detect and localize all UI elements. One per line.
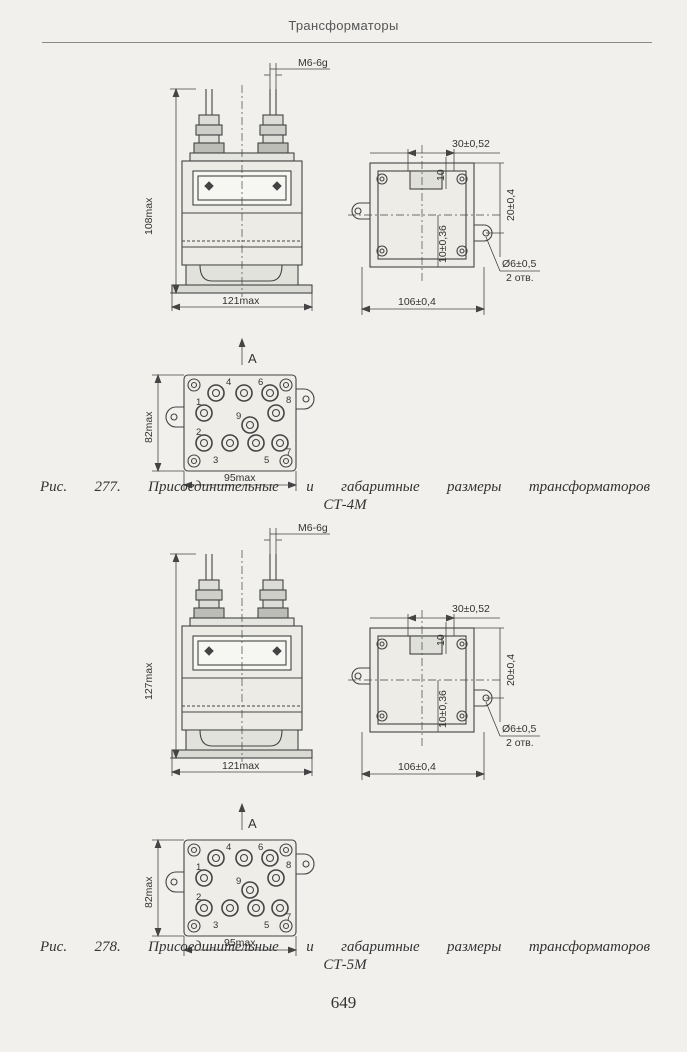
width-label: 121max [222, 295, 260, 307]
view-label: A [248, 816, 257, 831]
bottom-view [165, 374, 315, 472]
terminal-number: 6 [258, 377, 263, 388]
page-number: 649 [330, 993, 357, 1012]
height-label: 127max [143, 662, 155, 700]
terminal-number: 7 [286, 912, 291, 923]
terminal-number: 9 [236, 876, 241, 887]
terminal-number: 1 [196, 397, 201, 408]
dim-20-label: 20±0,4 [505, 189, 517, 221]
holes-count-label: 2 отв. [506, 272, 534, 284]
holes-count-label: 2 отв. [506, 737, 534, 749]
caption-line: Рис. 277. Присоединительные и габаритные… [40, 479, 650, 495]
terminal-stud-left [193, 554, 225, 619]
dim-10-label: 10 [435, 634, 447, 646]
dim-106-label: 106±0,4 [398, 761, 436, 773]
hole-label: Ø6±0,5 [502, 258, 537, 270]
thread-label: M6-6g [298, 522, 328, 534]
caption-line: СТ-4М [323, 497, 367, 513]
dim-30-label: 30±0,52 [452, 603, 490, 615]
dim-30-label: 30±0,52 [452, 138, 490, 150]
corner-screws [187, 378, 293, 468]
terminal-stud-right [257, 89, 289, 154]
terminal-number: 1 [196, 862, 201, 873]
terminal-number: 3 [213, 455, 218, 466]
height-label: 108max [143, 197, 155, 235]
terminal-number: 5 [264, 455, 269, 466]
bottom-width-label: 95max [224, 937, 256, 949]
running-header: Трансформаторы [288, 18, 399, 33]
terminal-number: 4 [226, 842, 231, 853]
terminal-number: 8 [286, 395, 291, 406]
terminal-number: 2 [196, 892, 201, 903]
terminal-number: 7 [286, 447, 291, 458]
terminal-number: 5 [264, 920, 269, 931]
caption-277: Рис. 277. Присоединительные и габаритные… [40, 478, 650, 514]
dim-mid-label: 10±0,36 [437, 690, 449, 728]
terminal-numbers: 1 2 3 4 5 6 7 8 9 [196, 377, 291, 466]
terminal-stud-left [193, 89, 225, 154]
side-view [348, 610, 500, 746]
terminal-number: 9 [236, 411, 241, 422]
caption-line: СТ-5М [323, 957, 367, 973]
dim-mid-label: 10±0,36 [437, 225, 449, 263]
hole-label: Ø6±0,5 [502, 723, 537, 735]
dim-10-label: 10 [435, 169, 447, 181]
view-label: A [248, 351, 257, 366]
bottom-width-label: 95max [224, 472, 256, 484]
bottom-view [165, 839, 315, 937]
corner-screws [187, 843, 293, 933]
dim-106-label: 106±0,4 [398, 296, 436, 308]
terminal-number: 6 [258, 842, 263, 853]
terminal-number: 2 [196, 427, 201, 438]
caption-line: Рис. 278. Присоединительные и габаритные… [40, 939, 650, 955]
terminal-posts [195, 849, 289, 917]
terminal-numbers: 1 2 3 4 5 6 7 8 9 [196, 842, 291, 931]
side-view [348, 145, 500, 281]
drawing: M6-6g 108max 121max 30±0,52 10 20±0,4 10… [143, 57, 540, 491]
caption-278: Рис. 278. Присоединительные и габаритные… [40, 938, 650, 974]
terminal-stud-right [257, 554, 289, 619]
terminal-number: 8 [286, 860, 291, 871]
front-view [171, 550, 313, 762]
terminal-posts [195, 384, 289, 452]
terminal-number: 4 [226, 377, 231, 388]
bottom-height-label: 82max [143, 411, 155, 443]
dim-20-label: 20±0,4 [505, 654, 517, 686]
terminal-number: 3 [213, 920, 218, 931]
bottom-height-label: 82max [143, 876, 155, 908]
thread-label: M6-6g [298, 57, 328, 69]
width-label: 121max [222, 760, 260, 772]
header-rule [42, 42, 652, 43]
front-view [171, 85, 313, 297]
drawing: M6-6g 127max 121max 30±0,52 10 20±0,4 10… [143, 522, 540, 956]
